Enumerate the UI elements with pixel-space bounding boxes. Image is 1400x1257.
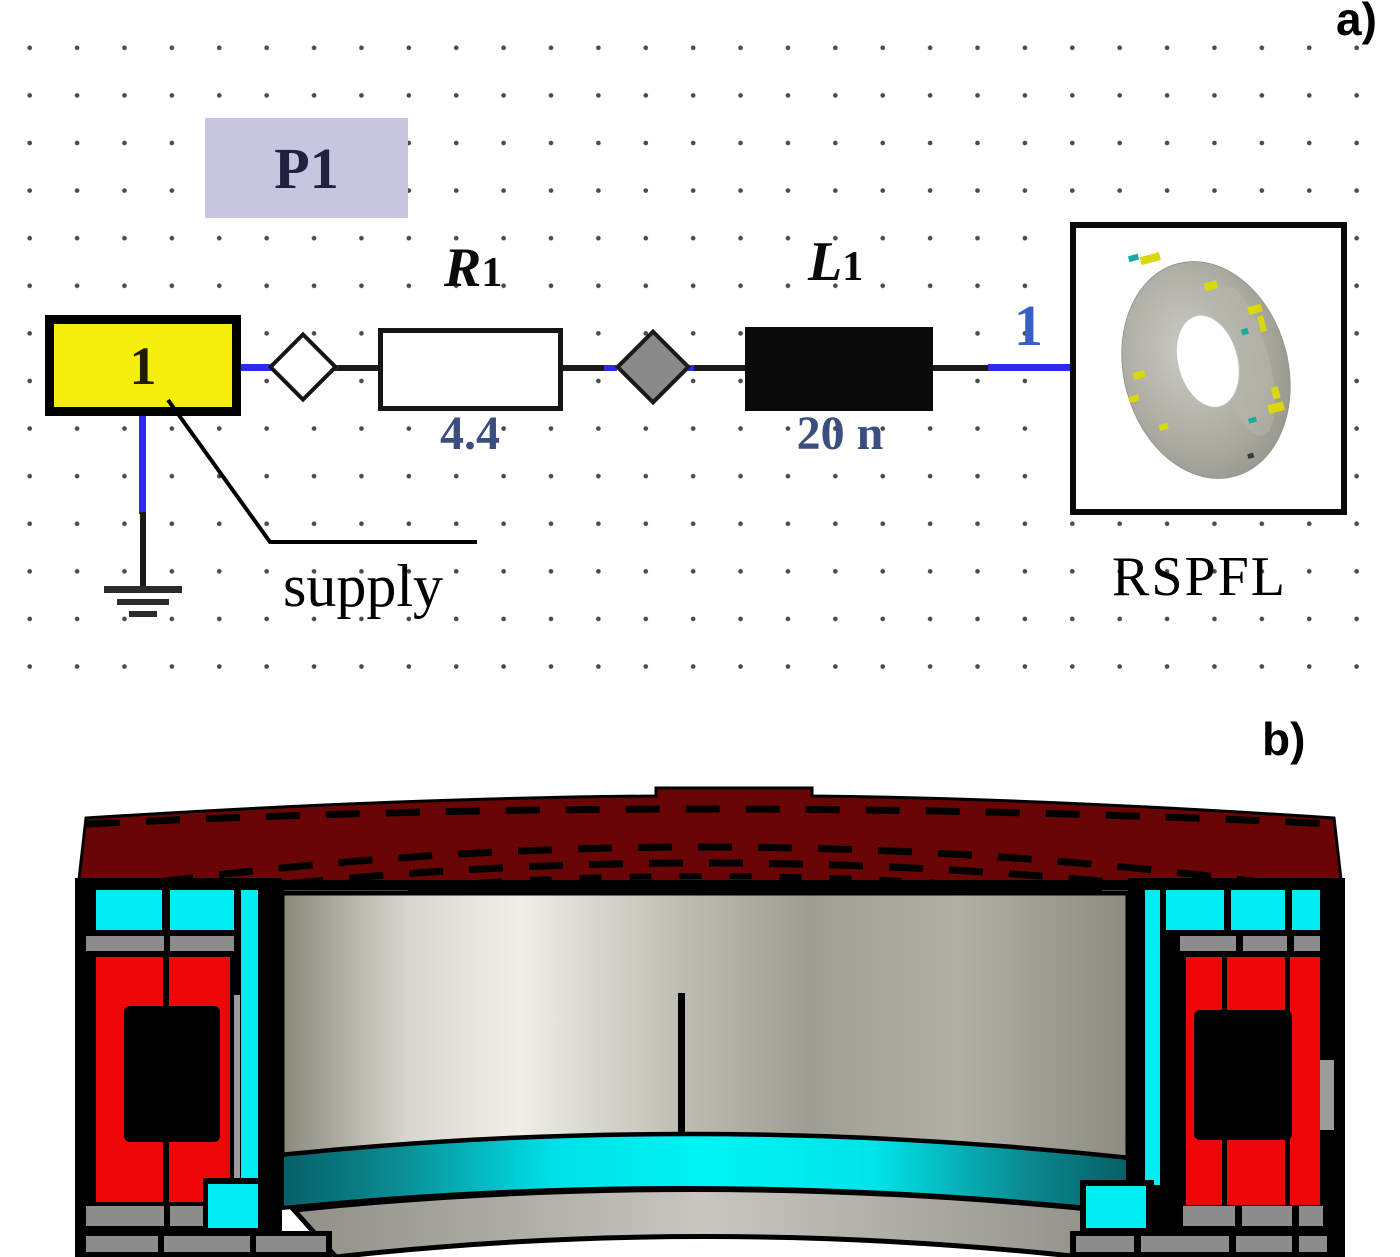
panel-b-label: b) [1262, 713, 1306, 765]
wire-blue-node-left [604, 365, 617, 371]
device-rspfl-block [1070, 222, 1347, 515]
supply-pointer-layer [166, 398, 477, 544]
supply-source-value: 1 [129, 335, 157, 396]
resistor-label-sub: 1 [481, 250, 503, 296]
inductor-label-sub: 1 [842, 244, 864, 290]
wire-resistor-to-diamond2 [561, 365, 607, 371]
panel-a-label: a) [1336, 0, 1377, 45]
resistor-label: R1 [444, 236, 502, 300]
inductor-label-letter: L [808, 231, 843, 293]
magnet-dome-body [76, 786, 1344, 890]
inductor-label: L1 [808, 230, 863, 294]
resistor-label-letter: R [444, 237, 482, 299]
magnet-dome [75, 786, 1344, 892]
center-tick-mark [678, 993, 685, 1153]
cross-section-figure [75, 786, 1345, 1257]
supply-source-block: 1 [45, 315, 241, 416]
node-1-label: 1 [1014, 293, 1043, 358]
right-cyan-strip [1145, 890, 1160, 1185]
torus-hole [1175, 314, 1240, 408]
torus-rim-highlight [1210, 284, 1275, 436]
supply-pointer-line [166, 398, 477, 544]
wire-diamond2-to-inductor [694, 365, 747, 371]
left-cyan-strip [241, 890, 258, 1185]
right-coil-assembly [1128, 878, 1345, 1257]
device-rspfl-label: RSPFL [1112, 546, 1287, 608]
ground-bar-3 [129, 611, 157, 617]
wire-diamond-to-resistor [330, 365, 380, 371]
right-bottom-cyan-block [1080, 1180, 1154, 1234]
probe-tag-p1-text: P1 [274, 135, 339, 201]
wire-supply-down-blue [139, 413, 146, 514]
torus-yellow-marks [1128, 252, 1286, 431]
steel-core [279, 890, 1131, 1161]
inductor-value: 20 n [796, 407, 884, 460]
resistor-value: 4.4 [440, 407, 500, 460]
wire-supply-down-black [140, 512, 146, 590]
left-footer [80, 1231, 332, 1257]
torus-image [1121, 252, 1291, 479]
supply-annotation: supply [283, 553, 444, 619]
torus-teal-marks [1127, 253, 1258, 424]
inductor-block [745, 327, 933, 411]
right-coil-core [1194, 1010, 1292, 1140]
resistor-block [378, 328, 563, 411]
left-coil-core [124, 1006, 220, 1142]
ground-bar-1 [104, 586, 182, 593]
right-footer [1070, 1231, 1338, 1257]
wire-supply-to-diamond [239, 364, 273, 371]
gray-liner-arch [288, 1186, 1123, 1257]
probe-tag-p1: P1 [205, 118, 408, 218]
wire-blue-node-right [686, 365, 697, 371]
left-bottom-cyan-block [203, 1178, 265, 1234]
wire-inductor-out [931, 365, 991, 371]
torus-group [1121, 252, 1291, 479]
torus-dark-speck [1247, 452, 1255, 460]
ground-bar-2 [117, 599, 169, 605]
wire-node1-to-device [988, 364, 1072, 371]
